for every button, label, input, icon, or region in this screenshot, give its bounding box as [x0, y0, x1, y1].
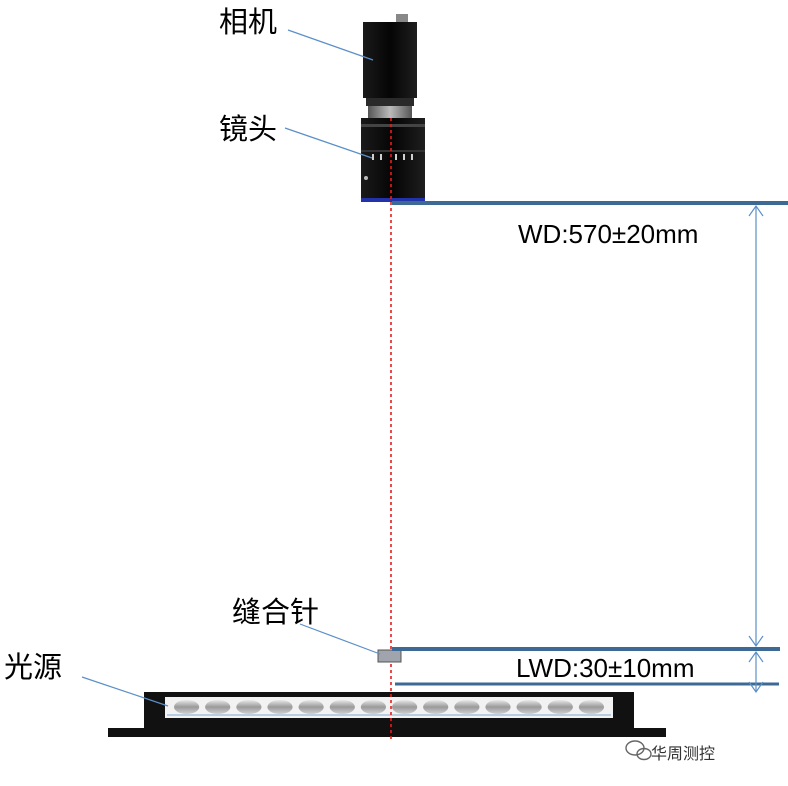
camera-leader-line [287, 29, 374, 61]
wd-dimension-arrow [748, 204, 764, 648]
led-lamp [516, 700, 542, 714]
camera [363, 14, 417, 118]
wd-label: WD:570±20mm [518, 219, 699, 249]
lwd-dimension-arrow [748, 650, 764, 694]
led-lamp [547, 700, 573, 714]
light-source [108, 692, 666, 737]
lens-screw [364, 176, 368, 180]
led-lamp [236, 700, 262, 714]
light-source-base [108, 728, 666, 737]
camera-body [363, 22, 417, 98]
lens-body [361, 118, 425, 200]
mount-ring [368, 106, 412, 118]
led-lamp [329, 700, 355, 714]
needle-leader-line [299, 623, 381, 655]
camera-mount [366, 98, 414, 106]
led-lamp [392, 700, 418, 714]
suture-needle [377, 649, 402, 663]
light-source-label: 光源 [4, 650, 63, 684]
camera-top-connector [396, 14, 408, 22]
led-lamp [174, 700, 200, 714]
needle-label: 缝合针 [232, 595, 320, 629]
lens-front-element [361, 198, 425, 202]
led-lamp [205, 700, 231, 714]
camera-label: 相机 [219, 5, 278, 39]
led-lamp [423, 700, 449, 714]
led-lamp [360, 700, 386, 714]
lens-focus-marks [372, 154, 413, 160]
led-array [174, 700, 605, 714]
lens-label: 镜头 [219, 112, 278, 146]
led-lamp [485, 700, 511, 714]
lens [361, 118, 425, 202]
led-lamp [298, 700, 324, 714]
light-source-leader-line [81, 676, 169, 707]
led-lamp [578, 700, 605, 714]
wechat-icon [625, 740, 652, 761]
lwd-label: LWD:30±10mm [516, 653, 695, 683]
watermark-text: 华周测控 [651, 744, 716, 763]
led-lamp [267, 700, 293, 714]
lens-leader-line [284, 127, 373, 159]
led-lamp [454, 700, 480, 714]
